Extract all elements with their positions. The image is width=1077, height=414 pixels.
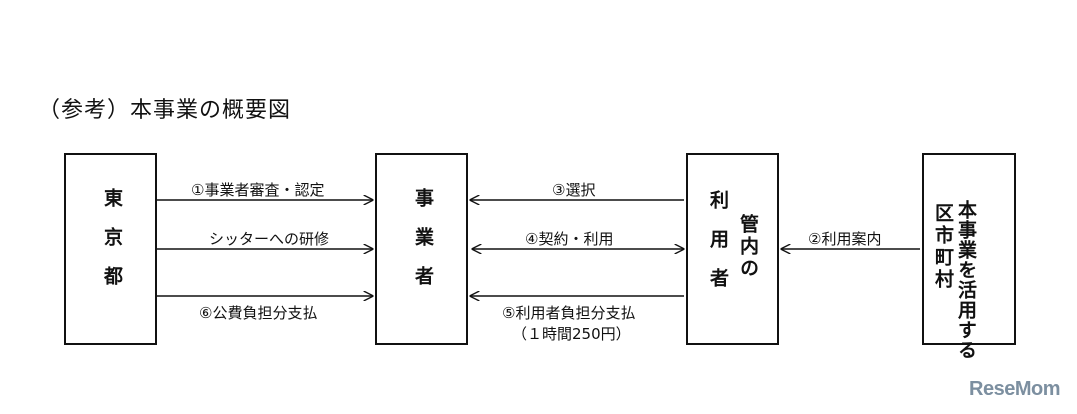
tokyo-box bbox=[64, 153, 157, 345]
label-sitter-training: シッターへの研修 bbox=[209, 230, 330, 248]
label-contract-use: ④契約・利用 bbox=[525, 230, 614, 248]
label-select: ③選択 bbox=[552, 181, 596, 199]
label-review-certify: ①事業者審査・認定 bbox=[191, 181, 325, 199]
label-usage-guide: ②利用案内 bbox=[808, 230, 882, 248]
resemom-logo: ReseMom bbox=[969, 378, 1060, 400]
label-hourly-fee: （１時間250円） bbox=[512, 325, 631, 343]
tokyo-label: 東京都 bbox=[101, 188, 123, 305]
municipality-label-col1: 区市町村 bbox=[932, 203, 954, 291]
user-label-col2: 管内の bbox=[737, 214, 759, 280]
municipality-box bbox=[922, 153, 1016, 345]
diagram-title: （参考）本事業の概要図 bbox=[38, 98, 292, 123]
label-user-payment: ⑤利用者負担分支払 bbox=[502, 304, 636, 322]
label-public-payment: ⑥公費負担分支払 bbox=[199, 304, 318, 322]
business-operator-label: 事業者 bbox=[412, 188, 434, 305]
user-box bbox=[686, 153, 779, 345]
business-operator-box bbox=[375, 153, 468, 345]
user-label-col1: 利用者 bbox=[707, 190, 729, 307]
